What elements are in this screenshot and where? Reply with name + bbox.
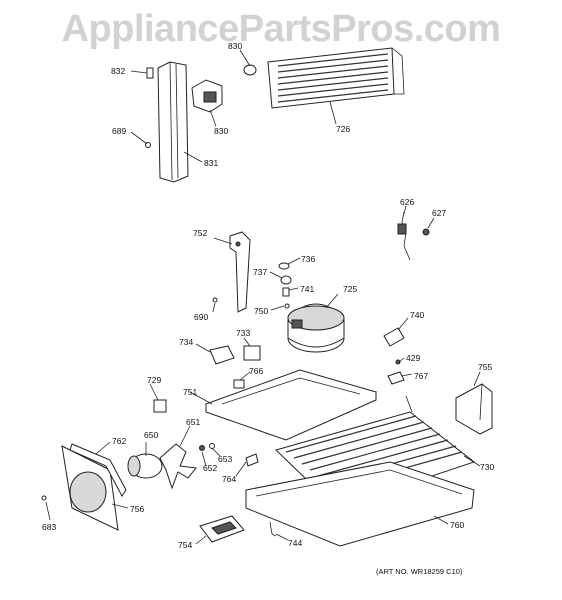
part-756-fan-shroud[interactable]	[61, 445, 119, 531]
part-690-screw[interactable]	[212, 297, 218, 303]
label-690: 690	[194, 312, 208, 322]
part-741-sleeve[interactable]	[282, 287, 290, 297]
label-740: 740	[410, 310, 424, 320]
label-756: 756	[130, 504, 144, 514]
label-755: 755	[478, 362, 492, 372]
part-831-channel[interactable]	[157, 61, 189, 183]
part-734-overload[interactable]	[209, 345, 235, 365]
part-766-clip[interactable]	[233, 379, 245, 389]
label-760: 760	[450, 520, 464, 530]
part-651-fan-blade[interactable]	[159, 443, 197, 490]
label-627: 627	[432, 208, 446, 218]
part-764-clip[interactable]	[245, 453, 259, 467]
art-number: (ART NO. WR18259 C10)	[376, 567, 463, 576]
part-726-evaporator[interactable]	[267, 47, 405, 109]
part-830-bracket[interactable]	[191, 79, 223, 113]
part-755-bracket[interactable]	[455, 383, 493, 435]
label-725: 725	[343, 284, 357, 294]
part-751-base-pan[interactable]	[204, 369, 378, 441]
label-750: 750	[254, 306, 268, 316]
label-830-top: 830	[228, 41, 242, 51]
label-736: 736	[301, 254, 315, 264]
label-831: 831	[204, 158, 218, 168]
part-736-grommet[interactable]	[278, 262, 290, 270]
part-650-fan-motor[interactable]	[127, 453, 163, 479]
part-729-capacitor[interactable]	[153, 399, 167, 413]
label-764: 764	[222, 474, 236, 484]
label-751: 751	[183, 387, 197, 397]
label-734: 734	[179, 337, 193, 347]
part-744-clip[interactable]	[269, 521, 277, 537]
part-754-duct[interactable]	[199, 515, 245, 543]
part-832-clip[interactable]	[146, 67, 154, 79]
label-689: 689	[112, 126, 126, 136]
label-832: 832	[111, 66, 125, 76]
label-741: 741	[300, 284, 314, 294]
label-767: 767	[414, 371, 428, 381]
label-744: 744	[288, 538, 302, 548]
label-683: 683	[42, 522, 56, 532]
leader-lines	[45, 49, 481, 545]
label-729: 729	[147, 375, 161, 385]
label-766: 766	[249, 366, 263, 376]
label-429: 429	[406, 353, 420, 363]
label-733: 733	[236, 328, 250, 338]
part-683-screw[interactable]	[41, 495, 47, 501]
label-752: 752	[193, 228, 207, 238]
part-767-bracket[interactable]	[387, 371, 405, 385]
part-750-screw[interactable]	[284, 303, 290, 309]
part-627-plug[interactable]	[422, 228, 430, 236]
label-650: 650	[144, 430, 158, 440]
part-652-nut[interactable]	[199, 445, 205, 451]
label-652: 652	[203, 463, 217, 473]
part-733-relay[interactable]	[243, 345, 261, 361]
label-754: 754	[178, 540, 192, 550]
part-752-strap[interactable]	[229, 231, 251, 313]
label-726: 726	[336, 124, 350, 134]
label-626: 626	[400, 197, 414, 207]
label-830: 830	[214, 126, 228, 136]
part-737-grommet[interactable]	[280, 275, 292, 285]
part-830-knob[interactable]	[243, 64, 257, 76]
part-labels: 832 830 830 726 689 831 626 627 752 736 …	[42, 41, 494, 576]
part-653-washer[interactable]	[209, 443, 215, 449]
part-429-screw[interactable]	[395, 359, 401, 365]
watermark: AppliancePartsPros.com	[61, 8, 501, 50]
label-762: 762	[112, 436, 126, 446]
label-651: 651	[186, 417, 200, 427]
label-653: 653	[218, 454, 232, 464]
part-626-harness[interactable]	[397, 211, 411, 261]
part-740-clip[interactable]	[383, 327, 405, 347]
part-762-gasket[interactable]	[69, 443, 127, 497]
part-760-drain-pan[interactable]	[245, 461, 475, 547]
label-737: 737	[253, 267, 267, 277]
label-730: 730	[480, 462, 494, 472]
part-725-compressor[interactable]	[287, 303, 345, 353]
